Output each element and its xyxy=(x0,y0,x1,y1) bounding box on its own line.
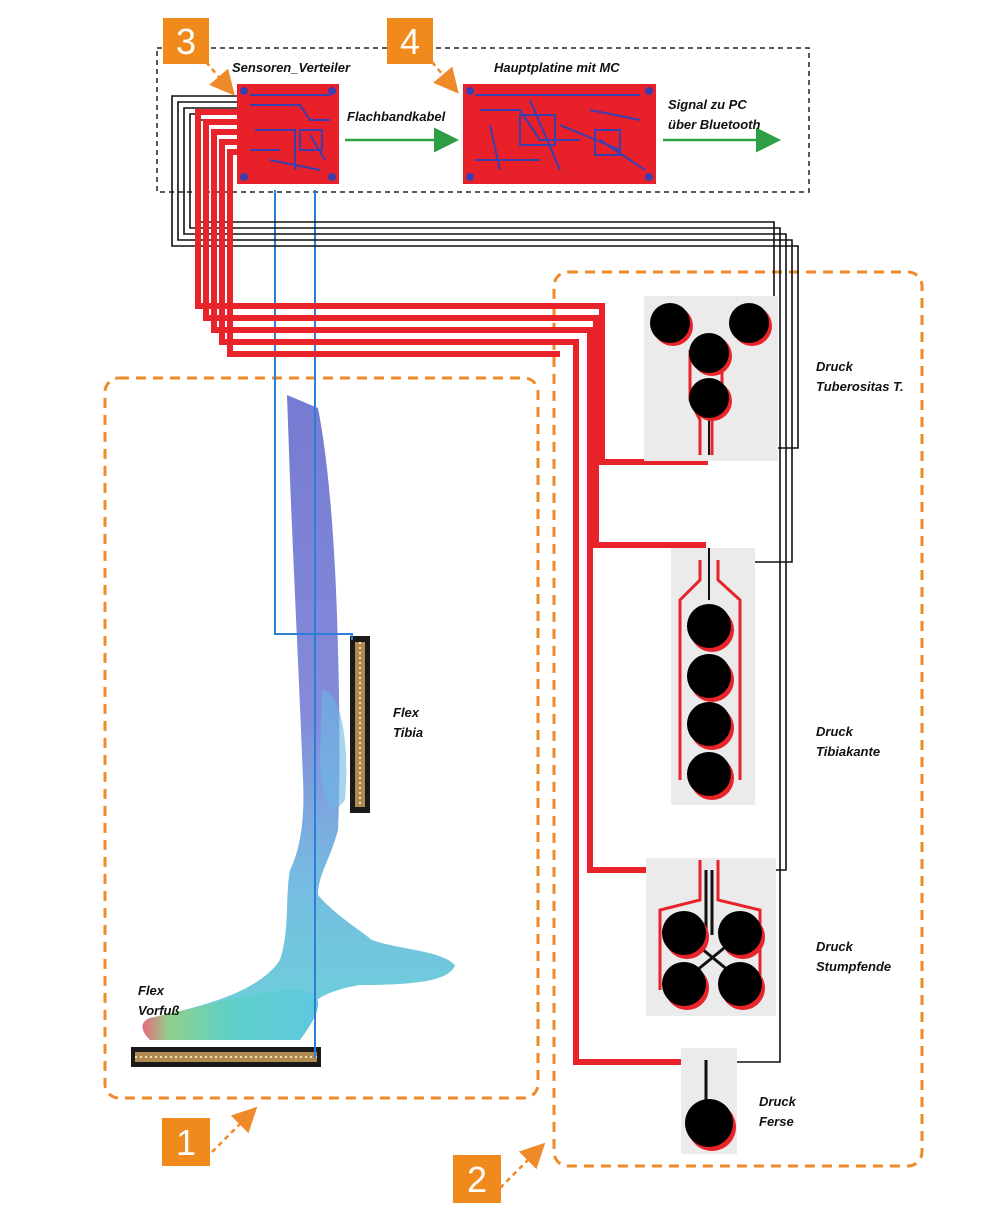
pressure-sensor-ferse xyxy=(681,1048,737,1154)
flex-sensor-tibia xyxy=(350,636,370,813)
prosthesis-limb xyxy=(142,395,455,1040)
pressure-sensor-stumpfende xyxy=(646,858,776,1016)
signal-label-line2: über Bluetooth xyxy=(668,117,760,132)
pressure-sensor-tibiakante xyxy=(671,548,755,805)
ferse-label-line1: Druck xyxy=(759,1094,797,1109)
flex-tibia-label-line1: Flex xyxy=(393,705,420,720)
badge-1: 1 xyxy=(162,1118,210,1166)
mainboard-pcb xyxy=(463,84,656,184)
stumpfende-label-line1: Druck xyxy=(816,939,854,954)
badge-3-arrow xyxy=(205,61,235,96)
pressure-sensor-tuberositas xyxy=(644,296,778,461)
stumpfende-label-line2: Stumpfende xyxy=(816,959,891,974)
svg-text:1: 1 xyxy=(176,1122,196,1163)
sensor-distributor-pcb xyxy=(237,84,339,184)
flex-sensor-box xyxy=(103,376,540,1100)
tuberositas-label-line2: Tuberositas T. xyxy=(816,379,904,394)
flex-wires xyxy=(274,190,353,1058)
badge-1-arrow xyxy=(211,1106,258,1153)
electronics-box xyxy=(156,47,810,193)
badge-2-arrow xyxy=(499,1142,546,1189)
signal-label-line1: Signal zu PC xyxy=(668,97,747,112)
mainboard-label: Hauptplatine mit MC xyxy=(494,60,620,75)
svg-text:3: 3 xyxy=(176,21,196,62)
flex-sensor-forefoot xyxy=(131,1047,321,1067)
sensor-distributor-label: Sensoren_Verteiler xyxy=(232,60,351,75)
badge-3: 3 xyxy=(163,18,209,64)
tibiakante-label-line2: Tibiakante xyxy=(816,744,880,759)
svg-text:2: 2 xyxy=(467,1159,487,1200)
red-cables xyxy=(195,109,708,1100)
pressure-sensor-box xyxy=(552,270,924,1168)
flex-forefoot-label-line2: Vorfuß xyxy=(138,1003,179,1018)
badge-4: 4 xyxy=(387,18,433,64)
badge-4-arrow xyxy=(431,61,459,94)
ribbon-cable-label: Flachbandkabel xyxy=(347,109,446,124)
ferse-label-line2: Ferse xyxy=(759,1114,794,1129)
flex-tibia-label-line2: Tibia xyxy=(393,725,423,740)
badge-2: 2 xyxy=(453,1155,501,1203)
svg-text:4: 4 xyxy=(400,21,420,62)
tuberositas-label-line1: Druck xyxy=(816,359,854,374)
flex-forefoot-label-line1: Flex xyxy=(138,983,165,998)
tibiakante-label-line1: Druck xyxy=(816,724,854,739)
